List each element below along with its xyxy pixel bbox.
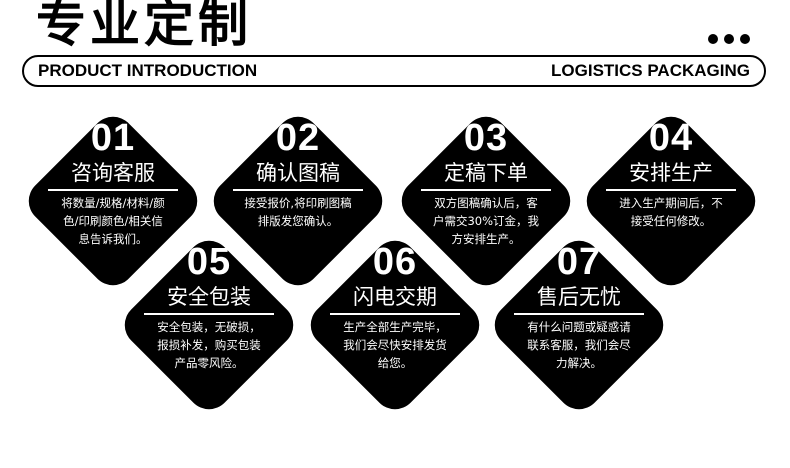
step-number: 04 [648,117,694,159]
step-card-03: 03 定稿下单 双方图稿确认后，客 户需交30%订金，我 方安排生产。 [392,107,580,295]
step-description: 接受报价,将印刷图稿 排版发您确认。 [244,196,352,228]
step-card-02: 02 确认图稿 接受报价,将印刷图稿 排版发您确认。 [204,107,392,295]
page-title: 专业定制 [36,0,252,53]
step-title: 定稿下单 [444,161,528,185]
step-title: 确认图稿 [256,161,340,185]
step-number: 05 [186,241,232,283]
step-card-06: 06 闪电交期 生产全部生产完毕， 我们会尽快安排发货 给您。 [301,231,489,419]
divider [514,313,644,315]
step-number: 02 [275,117,321,159]
product-introduction-label: PRODUCT INTRODUCTION [38,61,258,80]
step-number: 03 [463,117,509,159]
divider [48,189,178,191]
step-title: 安全包装 [167,285,251,309]
step-description: 进入生产期间后，不 接受任何修改。 [619,196,723,228]
logistics-packaging-label: LOGISTICS PACKAGING [551,61,750,80]
divider [421,189,551,191]
step-description: 将数量/规格/材料/颜 色/印刷颜色/相关信 息告诉我们。 [61,196,165,246]
step-title: 咨询客服 [71,161,155,185]
divider [144,313,274,315]
divider [606,189,736,191]
step-description: 有什么问题或疑惑请 联系客服，我们会尽 力解决。 [527,320,631,370]
step-title: 安排生产 [629,161,713,185]
header-bar [22,55,766,87]
step-title: 闪电交期 [353,285,437,309]
step-description: 安全包装，无破损， 报损补发，购买包装 产品零风险。 [157,320,261,370]
step-card-04: 04 安排生产 进入生产期间后，不 接受任何修改。 [577,107,765,295]
divider [330,313,460,315]
step-number: 06 [372,241,418,283]
more-dots-icon [708,34,750,44]
step-card-07: 07 售后无忧 有什么问题或疑惑请 联系客服，我们会尽 力解决。 [485,231,673,419]
step-description: 双方图稿确认后，客 户需交30%订金，我 方安排生产。 [432,196,540,246]
step-title: 售后无忧 [537,285,621,309]
step-number: 07 [556,241,602,283]
step-card-01: 01 咨询客服 将数量/规格/材料/颜 色/印刷颜色/相关信 息告诉我们。 [19,107,207,295]
step-description: 生产全部生产完毕， 我们会尽快安排发货 给您。 [343,320,447,370]
step-number: 01 [90,117,136,159]
divider [233,189,363,191]
step-card-05: 05 安全包装 安全包装，无破损， 报损补发，购买包装 产品零风险。 [115,231,303,419]
